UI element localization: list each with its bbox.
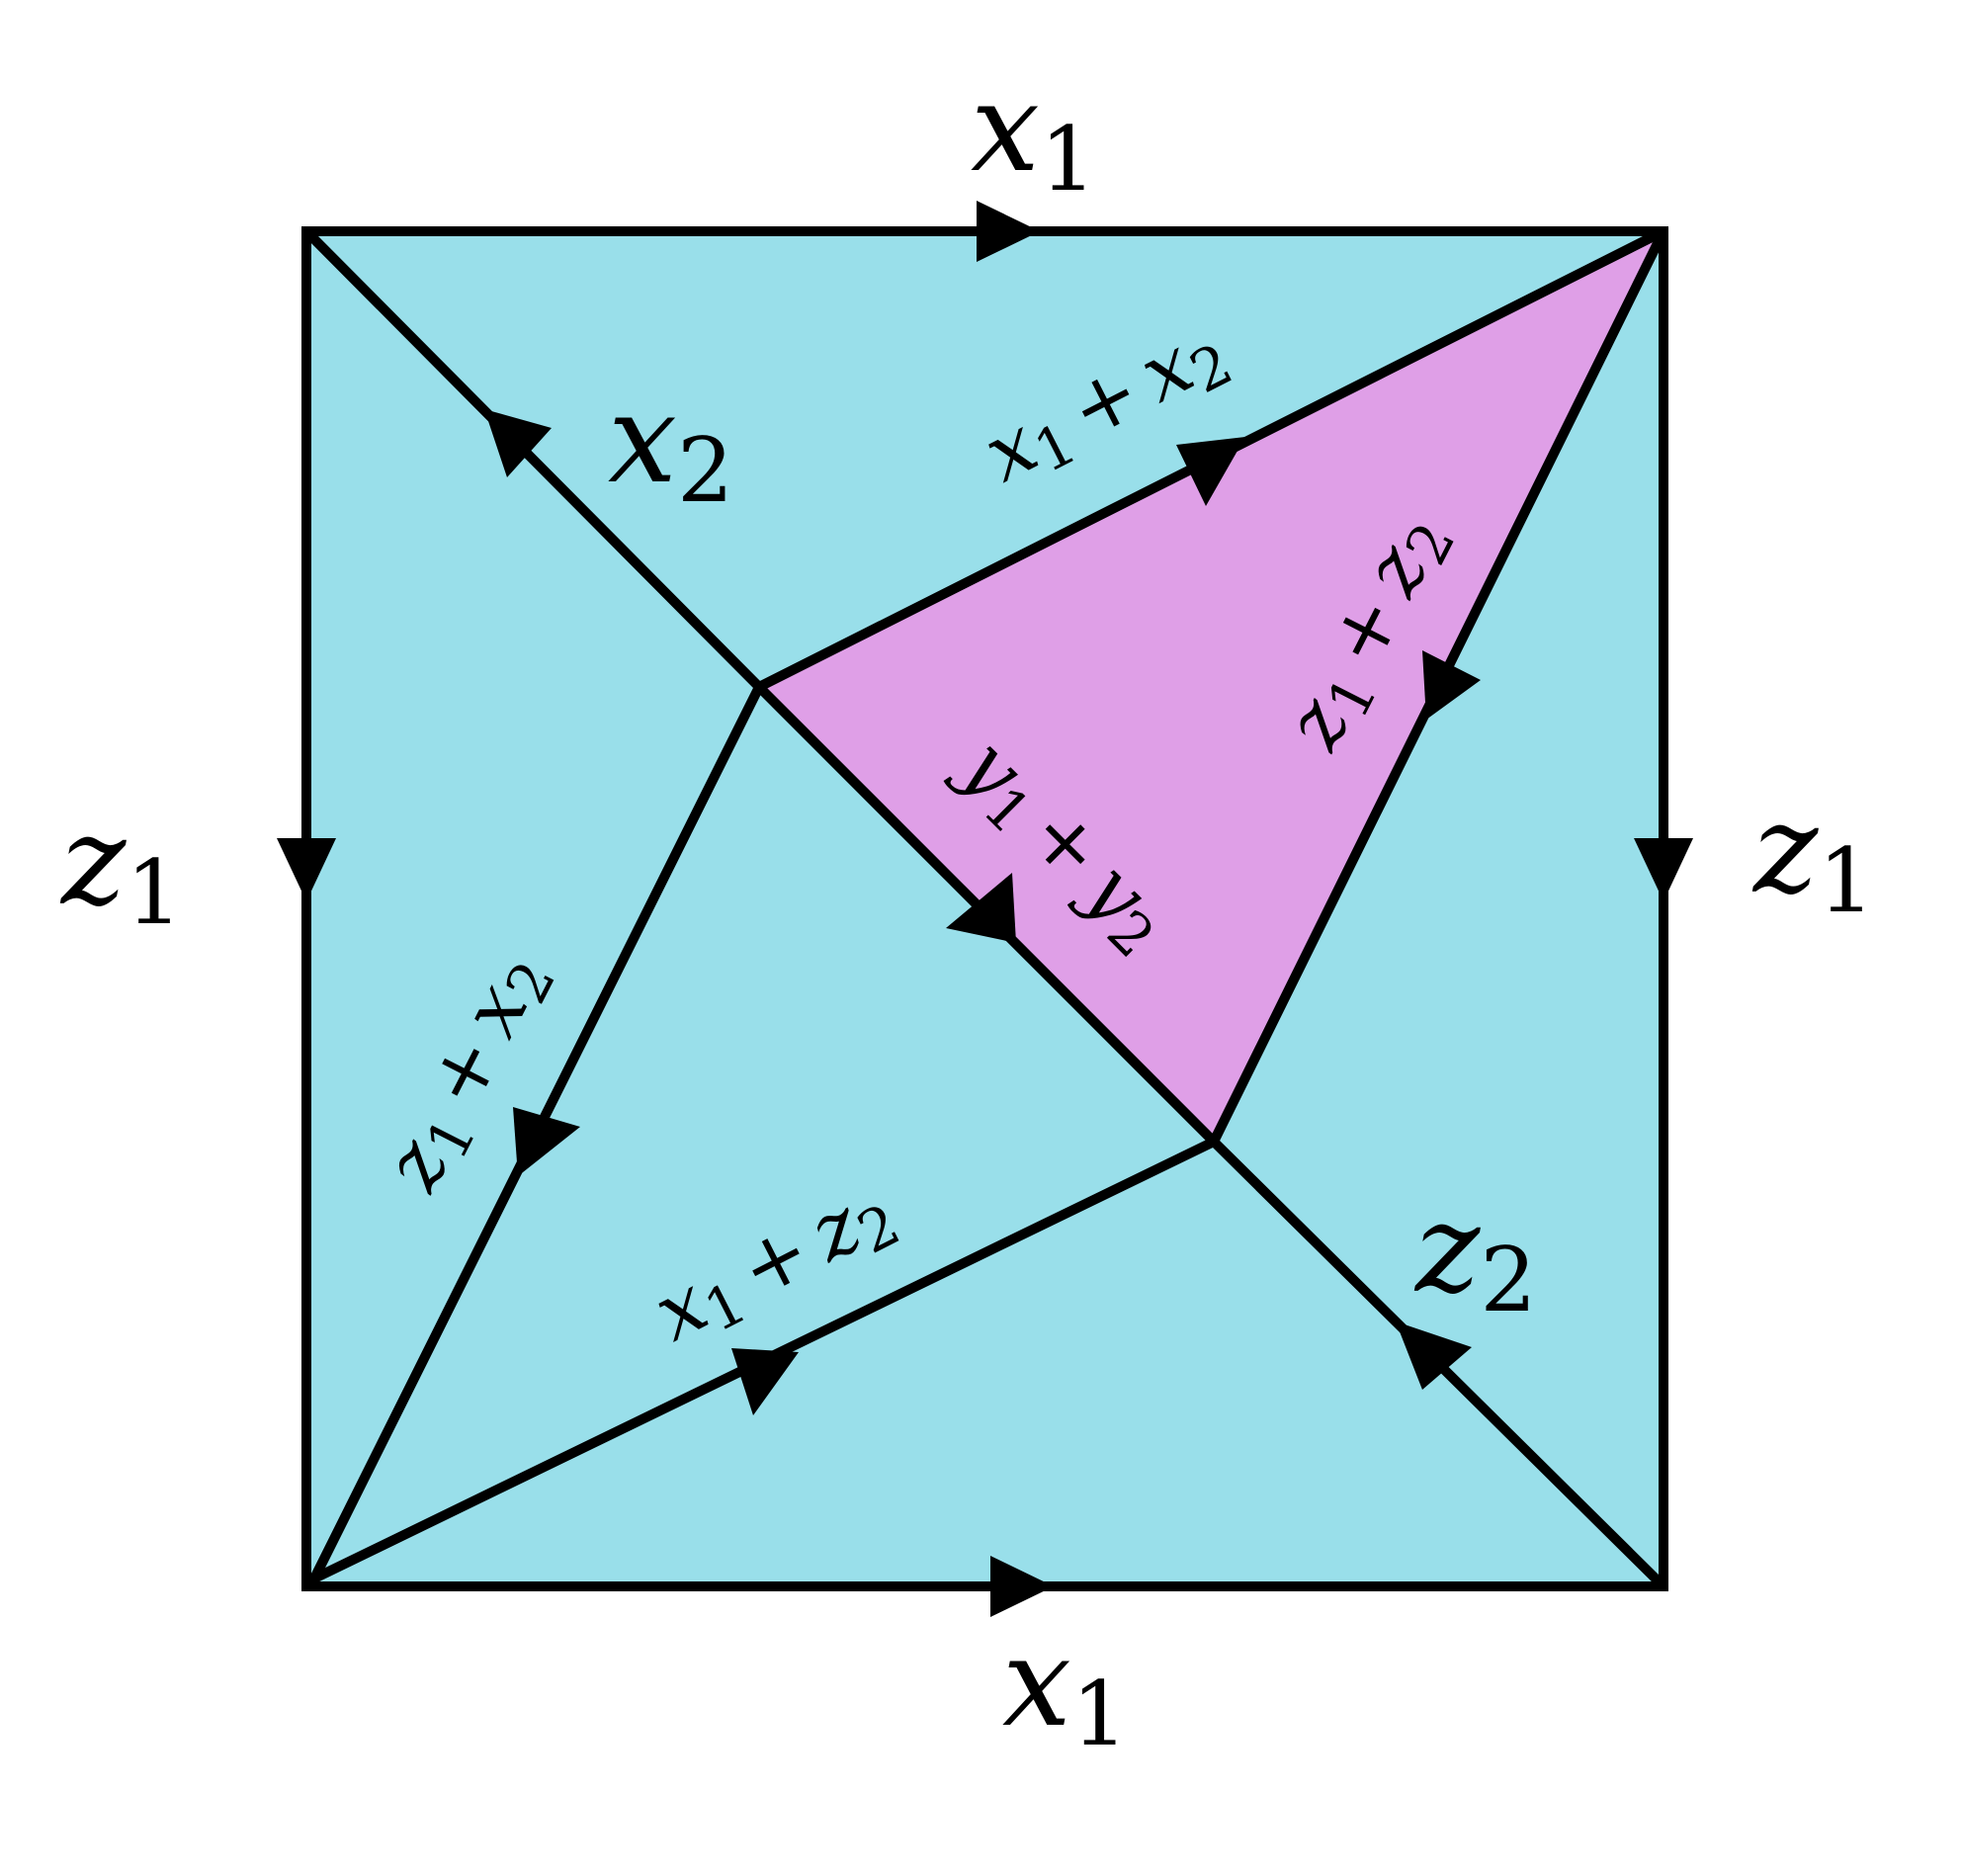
arrow-diag-upper: [484, 409, 552, 477]
label-diag-z2: z2: [1413, 1178, 1537, 1332]
label-bottom-x1: x1: [1002, 1612, 1128, 1766]
arrow-diag-lower: [1396, 1322, 1472, 1390]
arrow-left-edge: [277, 838, 336, 901]
label-left-z1: z1: [59, 791, 183, 945]
arrow-lower-edge: [731, 1348, 799, 1415]
arrow-right-inner-edge: [1422, 650, 1481, 720]
edge-top-left-to-center: [301, 226, 764, 692]
label-top-x1: x1: [971, 57, 1096, 212]
arrow-left-inner-edge: [513, 1107, 580, 1176]
pink-triangle-region: [759, 231, 1663, 1142]
label-diag-x2: x2: [608, 369, 733, 523]
arrow-diag-center: [946, 873, 1016, 943]
arrow-upper-right-edge: [1176, 437, 1245, 506]
label-right-z1: z1: [1751, 779, 1875, 933]
arrow-right-edge: [1634, 838, 1693, 901]
arrow-top-edge: [977, 201, 1040, 262]
arrow-bottom-edge: [990, 1556, 1054, 1617]
arrowheads: [277, 201, 1693, 1617]
